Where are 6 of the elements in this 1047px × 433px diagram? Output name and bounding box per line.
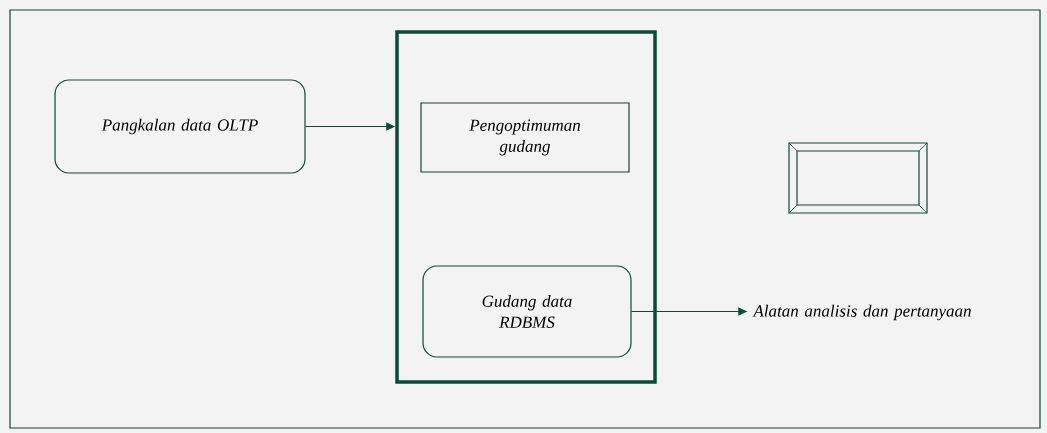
output-label: Alatan analisis dan pertanyaan — [752, 304, 971, 321]
bevel-box — [788, 142, 928, 214]
storage-box: Gudang data RDBMS — [422, 265, 632, 358]
source-box: Pangkalan data OLTP — [54, 79, 306, 174]
process-box: Pengoptimuman gudang — [420, 102, 630, 173]
warehouse-box — [395, 30, 657, 384]
